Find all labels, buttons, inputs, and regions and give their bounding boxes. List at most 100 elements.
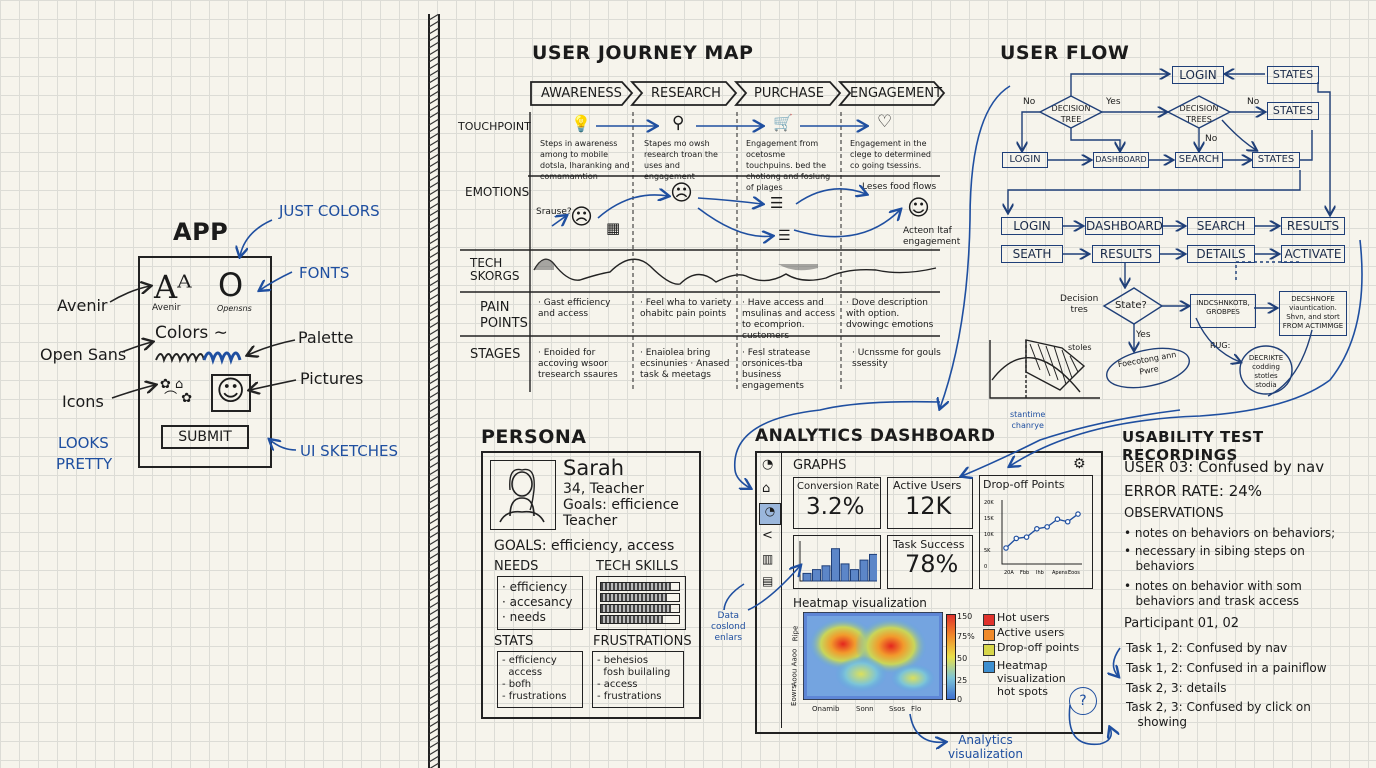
sidebar-home-icon[interactable]: ⌂: [762, 481, 771, 496]
heat-x-4: Flo: [911, 705, 922, 713]
tech-skill-track: [600, 582, 680, 591]
emotion-note-1: Srause?: [536, 207, 572, 217]
flow-decision-tree-label: DECISION TREE: [1051, 104, 1091, 124]
flow-row1-login[interactable]: LOGIN: [1001, 217, 1063, 235]
flow-search-top[interactable]: SEARCH: [1175, 152, 1223, 168]
sidebar-active-icon[interactable]: ◔: [759, 503, 781, 525]
active-users-value: 12K: [905, 492, 952, 520]
observation-1: • notes on behaviors on behaviors;: [1124, 526, 1336, 540]
dropoff-y-tick: 20K: [984, 500, 994, 506]
dropoff-point: [1075, 511, 1081, 517]
row-pain-points: PAIN POINTS: [480, 300, 528, 331]
flow-dashboard-top[interactable]: DASHBOARD: [1093, 152, 1149, 168]
stat-4: - frustrations: [502, 691, 567, 702]
legend-swatch: [983, 629, 995, 641]
flow-login-top[interactable]: LOGIN: [1172, 66, 1224, 84]
stage-note-1: · Enoided for accoving wsoor tresearch s…: [538, 348, 618, 380]
flow-states-2[interactable]: STATES: [1267, 102, 1319, 120]
icons-cluster: ✿ ⌂ ⌒ ✿: [160, 377, 193, 406]
legend-heatmap: Heatmap visualization hot spots: [997, 659, 1066, 698]
tech-skill-fill: [601, 616, 664, 623]
flow-login-3[interactable]: LOGIN: [1002, 152, 1048, 168]
stage-note-4: · Ucnssme for gouls ssessity: [852, 348, 941, 369]
heart-icon: ♡: [877, 112, 893, 132]
heat-scale-2: 75%: [957, 632, 975, 641]
task-success-label: Task Success: [893, 538, 965, 551]
bar-mark: [831, 548, 840, 582]
heat-x-2: Sonn: [856, 705, 874, 713]
dashboard-title: ANALYTICS DASHBOARD: [755, 426, 996, 446]
need-3: · needs: [502, 610, 546, 624]
dropoff-point: [1054, 516, 1061, 523]
tech-skill-track: [600, 593, 680, 602]
list-icon: ☰: [778, 228, 791, 244]
label-ui-sketches: UI SKETCHES: [300, 442, 399, 460]
heat-scale-5: 0: [957, 695, 963, 704]
persona-stats-box: [497, 651, 583, 708]
dropoff-point: [1044, 524, 1050, 530]
heat-y-3: Aoou: [790, 668, 799, 687]
active-users-label: Active Users: [893, 479, 962, 492]
heat-y-4: Eowrs: [789, 685, 798, 706]
tech-skill-fill: [601, 583, 672, 590]
frustration-1: - behesios: [597, 655, 649, 666]
label-fonts: FONTS: [299, 264, 350, 282]
cart-icon: 🛒: [773, 113, 793, 132]
legend-swatch: [983, 614, 995, 626]
flow-decision-trees-label: DECISION TREES: [1179, 104, 1219, 124]
dropoff-point: [1034, 525, 1040, 532]
flow-row1-results[interactable]: RESULTS: [1281, 217, 1345, 235]
flow-row1-dashboard[interactable]: DASHBOARD: [1085, 217, 1163, 235]
heat-scale-bar: [946, 614, 956, 700]
flow-rug: RUG:: [1210, 341, 1231, 350]
help-question-icon[interactable]: ?: [1069, 687, 1097, 715]
persona-needs-title: NEEDS: [494, 559, 539, 574]
tech-skill-track: [600, 604, 680, 613]
dropoff-point: [1023, 534, 1030, 540]
flow-row2-seath[interactable]: SEATH: [1001, 245, 1063, 263]
flow-annotation: stantime chanrye: [1010, 410, 1046, 430]
flow-no-3: No: [1205, 134, 1218, 144]
flow-row2-results[interactable]: RESULTS: [1092, 245, 1160, 263]
sidebar-bars-icon[interactable]: ▥: [762, 552, 774, 566]
row-tech: TECH SKORGS: [470, 256, 520, 283]
flow-row2-activate[interactable]: ACTIVATE: [1281, 245, 1345, 263]
stat-2: access: [502, 667, 543, 678]
flow-states-3[interactable]: STATES: [1252, 152, 1300, 168]
touchpoint-2: Stapes mo owsh research troan the uses a…: [644, 139, 718, 181]
heat-scale-3: 50: [957, 654, 968, 663]
graphs-label: GRAPHS: [793, 458, 847, 473]
label-avenir: Avenir: [57, 296, 108, 315]
emotion-note-3: Acteon ltaf engagement: [903, 226, 961, 247]
label-just-colors: JUST COLORS: [279, 202, 380, 220]
flow-row1-search[interactable]: SEARCH: [1187, 217, 1255, 235]
persona-line3: Teacher: [563, 513, 618, 529]
frustration-3: - access: [597, 679, 638, 690]
submit-button[interactable]: SUBMIT: [161, 425, 249, 449]
dropoff-x-tick: Apens: [1052, 570, 1068, 576]
analytics-note: Analytics visualization: [948, 733, 1023, 761]
label-pretty: PRETTY: [56, 455, 113, 473]
pain-point-3: · Have access and msulinas and access to…: [742, 298, 836, 341]
document-icon: ☰: [770, 194, 784, 212]
persona-goals: GOALS: efficiency, access: [494, 538, 675, 554]
bar-mark: [869, 553, 877, 582]
label-open-sans: Open Sans: [40, 345, 127, 364]
dropoff-point: [1013, 535, 1020, 542]
lightbulb-icon: 💡: [571, 114, 591, 133]
settings-gear-icon[interactable]: ⚙: [1073, 456, 1086, 472]
bar-mark: [859, 559, 869, 582]
neutral-face-icon: ☹: [670, 181, 693, 206]
row-stages: STAGES: [470, 347, 521, 362]
sidebar-share-icon[interactable]: <: [762, 528, 773, 543]
happy-face-icon: ☺: [907, 196, 930, 221]
bar-mark: [840, 563, 850, 582]
conversion-value: 3.2%: [806, 494, 865, 520]
flow-row2-details[interactable]: DETAILS: [1187, 245, 1255, 263]
sidebar-chart-icon[interactable]: ◔: [762, 457, 774, 472]
sidebar-table-icon[interactable]: ▤: [762, 574, 774, 588]
observations-title: OBSERVATIONS: [1124, 506, 1224, 521]
journey-title: USER JOURNEY MAP: [532, 42, 754, 64]
frustration-4: - frustrations: [597, 691, 662, 702]
flow-states-top[interactable]: STATES: [1267, 66, 1319, 84]
